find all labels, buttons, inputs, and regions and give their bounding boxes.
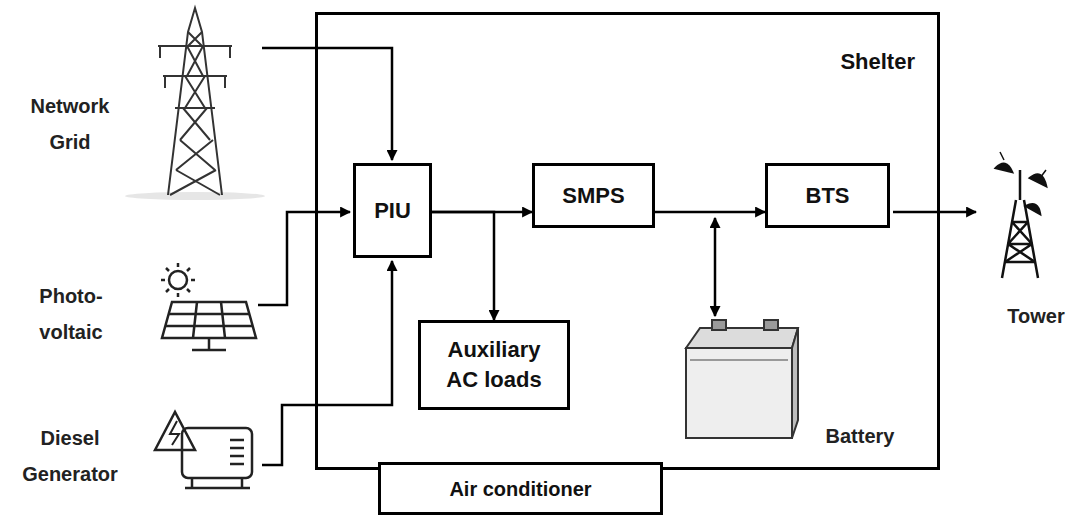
box-title: SMPS xyxy=(562,181,624,211)
part-label: Tower xyxy=(998,298,1074,334)
process-box: BTS xyxy=(765,163,890,228)
source-label: Network Grid xyxy=(22,88,118,160)
air-conditioner-box: Air conditioner xyxy=(378,462,663,515)
transmission-tower xyxy=(125,8,265,200)
box-title: BTS xyxy=(806,181,850,211)
box-title: Auxiliary AC loads xyxy=(432,335,557,395)
antenna-tower-icon xyxy=(996,152,1046,278)
source-label: Photo- voltaic xyxy=(30,278,112,350)
box-title: PIU xyxy=(374,196,411,226)
box-title: Shelter xyxy=(840,47,915,77)
flow-arrow xyxy=(655,211,765,214)
load-box: Auxiliary AC loads xyxy=(418,320,570,410)
process-box: SMPS xyxy=(532,163,655,228)
part-label: Battery xyxy=(815,418,905,454)
source-label: Diesel Generator xyxy=(18,420,122,492)
feed-wires xyxy=(258,48,976,465)
box-title: Air conditioner xyxy=(449,474,591,504)
flow-arrow xyxy=(432,212,494,320)
process-box: PIU xyxy=(353,163,432,258)
shelter-box: ShelterPIU SMPS BTS Auxiliary AC loads xyxy=(315,12,940,470)
solar-panel-icon xyxy=(161,263,256,350)
generator-icon xyxy=(155,412,252,488)
battery-icon xyxy=(686,320,798,438)
